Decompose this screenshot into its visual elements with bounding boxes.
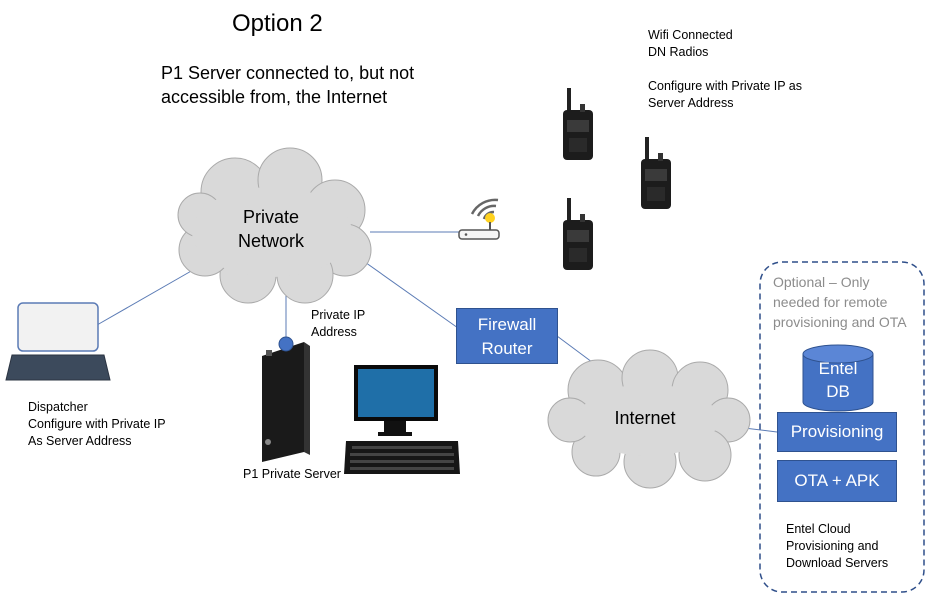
private-ip-label: Private IP Address — [311, 308, 366, 339]
radio-icon — [563, 88, 593, 160]
database-icon — [802, 344, 874, 412]
p1-server-label: P1 Private Server — [243, 467, 341, 481]
connection-node — [278, 336, 294, 352]
keyboard-icon — [344, 441, 460, 474]
optional-note: Optional – Only needed for remote provis… — [773, 274, 907, 330]
private-network-label: Private Network — [237, 207, 304, 251]
wifi-router-icon — [458, 198, 500, 240]
radio-icon — [563, 198, 593, 270]
link-internet-cloud — [743, 427, 778, 433]
link-network-firewall — [361, 259, 459, 329]
entel-db-label: Entel DB — [818, 359, 858, 401]
radio-icon — [641, 137, 671, 209]
internet-label: Internet — [614, 408, 676, 428]
monitor-icon — [354, 365, 438, 436]
internet-cloud — [547, 349, 751, 489]
laptop-icon — [5, 302, 111, 381]
link-dispatcher-network — [96, 269, 194, 326]
connection-lines — [96, 231, 778, 433]
ota-apk-box: OTA + APK — [777, 460, 897, 502]
provisioning-box: Provisioning — [777, 412, 897, 452]
private-network-cloud — [177, 147, 372, 304]
firewall-router-box: Firewall Router — [456, 308, 558, 364]
subtitle: P1 Server connected to, but not accessib… — [161, 63, 415, 107]
optional-region-border — [759, 261, 925, 593]
server-tower-icon — [262, 342, 310, 462]
dispatcher-label: Dispatcher Configure with Private IP As … — [28, 400, 166, 448]
page-title: Option 2 — [232, 10, 323, 37]
wifi-radios-note: Wifi Connected DN Radios Configure with … — [648, 28, 803, 110]
entel-cloud-label: Entel Cloud Provisioning and Download Se… — [786, 522, 889, 570]
